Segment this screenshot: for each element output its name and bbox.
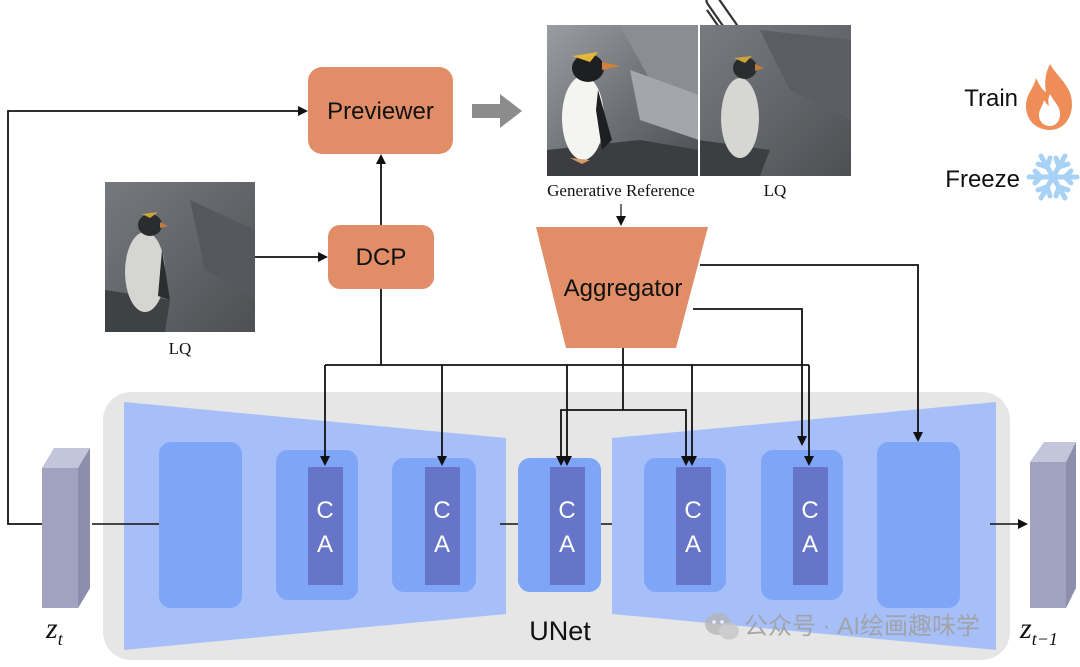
unet-label: UNet [529,616,591,646]
zt-to-previewer-path [7,106,308,525]
generative-reference-image [547,25,699,176]
ca-strip-1-a: A [317,531,333,558]
previewer-label: Previewer [327,98,434,125]
encoder-block-1 [159,442,242,608]
latent-output [1030,442,1076,608]
latent-input [42,448,90,608]
lq-top-caption: LQ [764,181,787,200]
ca-strip-5-c: C [801,497,818,524]
flame-icon [1026,64,1072,130]
lq-top-image [699,25,851,176]
lq-input-image [105,182,255,332]
ca-strip-4: C A [676,467,711,585]
legend-freeze-label: Freeze [945,166,1020,193]
ca-strip-3-a: A [559,531,575,558]
snowflake-icon [1026,153,1080,201]
aggregator-label: Aggregator [564,275,683,302]
ca-strip-1: C A [308,467,343,585]
ca-strip-2-c: C [433,497,450,524]
lq-input-caption: LQ [169,339,192,358]
ca-strip-5-a: A [802,531,818,558]
legend-train-label: Train [964,85,1018,112]
generative-reference-caption: Generative Reference [547,181,695,200]
watermark-text: 公众号 · AI绘画趣味学 [744,613,980,640]
ca-strip-1-c: C [316,497,333,524]
aggregator-box [536,227,708,348]
ca-strip-3-c: C [558,497,575,524]
ca-strip-2-a: A [434,531,450,558]
previewer-output-arrow [472,94,522,128]
latent-output-label: zt−1 [1019,612,1058,649]
ca-strip-4-a: A [685,531,701,558]
dcp-box [328,225,434,289]
ca-strip-3: C A [550,467,585,585]
wechat-icon [705,613,739,640]
decoder-block-3 [877,442,960,608]
dcp-condition-lines [320,289,814,466]
ca-strip-4-c: C [684,497,701,524]
ca-strip-2: C A [425,467,460,585]
dcp-label: DCP [356,244,407,271]
ca-strip-5: C A [793,467,828,585]
aggregator-condition-lines [556,264,923,466]
latent-input-label: zt [45,612,64,649]
previewer-box [308,67,453,154]
